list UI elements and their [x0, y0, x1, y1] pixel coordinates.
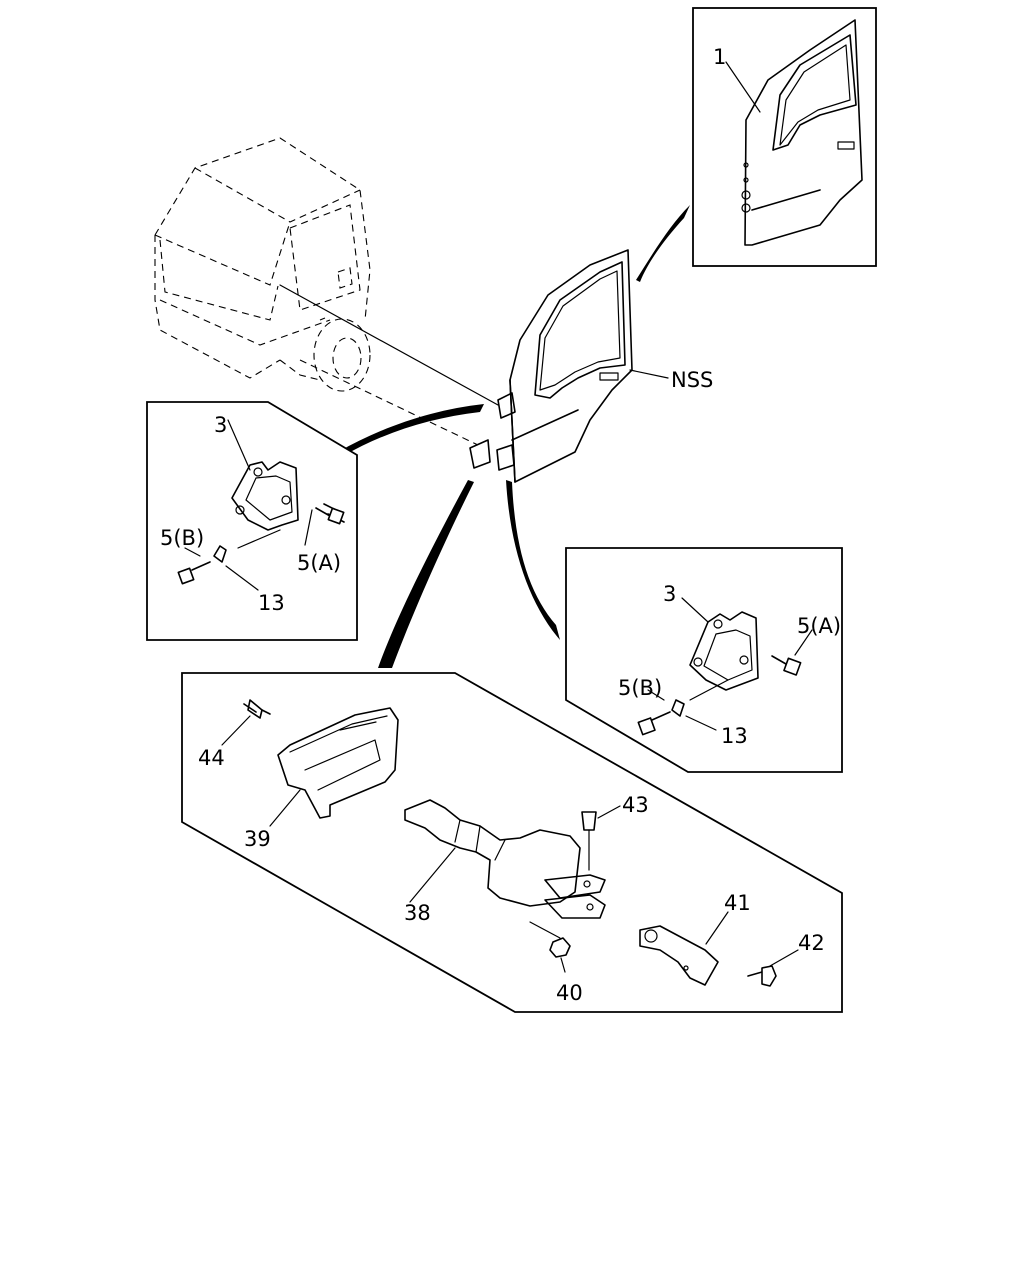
part-39-label: 39	[244, 827, 271, 851]
callout-wedge-right	[506, 480, 560, 640]
truck-cab-outline	[154, 137, 371, 392]
nss-leader	[629, 369, 669, 379]
part-5b-label-right: 5(B)	[618, 676, 662, 700]
part-13-label-right: 13	[721, 724, 748, 748]
part-1-label: 1	[713, 45, 726, 69]
alignment-lines	[279, 284, 499, 446]
part-13-label-left: 13	[258, 591, 285, 615]
part-44-label: 44	[198, 746, 225, 770]
callout-wedge-bottom	[378, 480, 474, 668]
part-5b-label-left: 5(B)	[160, 526, 204, 550]
part-43-label: 43	[622, 793, 649, 817]
callout-wedge-top	[636, 205, 690, 282]
inset-door-check: 44 39 38 43 40 41	[181, 672, 843, 1013]
callout-wedge-left	[338, 404, 484, 456]
inset-door-panel: 1	[692, 7, 877, 267]
part-5a-label-left: 5(A)	[297, 551, 341, 575]
part-42-label: 42	[798, 931, 825, 955]
part-3-label-right: 3	[663, 582, 676, 606]
part-5a-label-right: 5(A)	[797, 614, 841, 638]
inset-hinge-left: 3 5(B) 5(A) 13	[146, 401, 358, 641]
part-38-label: 38	[404, 901, 431, 925]
part-40-label: 40	[556, 981, 583, 1005]
part-41-label: 41	[724, 891, 751, 915]
part-3-label-left: 3	[214, 413, 227, 437]
nss-label: NSS	[671, 368, 713, 392]
door-main	[469, 249, 633, 483]
inset-hinge-right: 3 5(A) 5(B) 13	[565, 547, 843, 773]
